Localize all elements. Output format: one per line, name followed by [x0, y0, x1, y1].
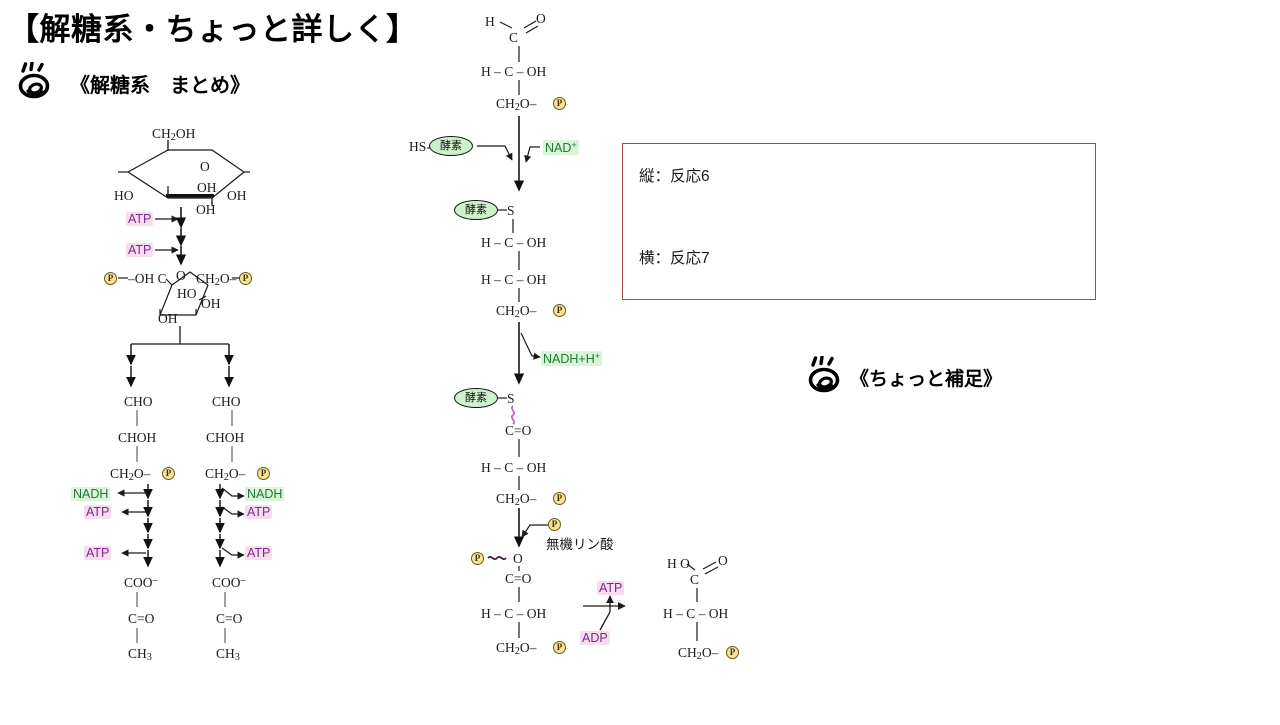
pg3-c: C	[690, 572, 700, 587]
f16bp-ho-label: HO	[177, 286, 197, 301]
thioester-row: H – C – OH	[481, 460, 547, 475]
note-heading-row: 《ちょっと補足》	[808, 355, 1003, 399]
glucose-oh-right: OH	[227, 188, 247, 203]
phosphate-icon-right-branch: P	[257, 467, 270, 480]
pg3-ch2o: CH2O–	[678, 645, 719, 662]
right-branch-cho: CHO	[212, 394, 241, 409]
glucose-oh-top: OH	[197, 180, 217, 195]
phosphate-icon-bpg-acyl: P	[471, 552, 484, 565]
glucose-ring-oxygen: O	[200, 159, 210, 174]
phosphate-icon-inorganic: P	[548, 518, 561, 531]
note-box-line-2: 横：反応7	[639, 250, 710, 267]
thioester-ch2o: CH2O–	[496, 491, 537, 508]
inorganic-phosphate-label: 無機リン酸	[546, 537, 614, 552]
note-box-line-1: 縦：反応6	[639, 168, 710, 185]
f16bp-oh-right: OH	[201, 296, 221, 311]
right-branch-ch2o: CH2O–	[205, 466, 246, 483]
subtitle-text: 《解糖系 まとめ》	[70, 75, 250, 97]
right-branch-atp-label-2: ATP	[245, 546, 273, 560]
right-branch-atp-label-1: ATP	[245, 505, 273, 519]
right-pyruvate-coo: COO–	[212, 575, 246, 591]
note-heading-text: 《ちょっと補足》	[850, 369, 1003, 390]
glucose-ho-left: HO	[114, 188, 134, 203]
bpg-o: O	[513, 551, 523, 566]
bpg-c-o: C=O	[505, 571, 532, 586]
thiohemiacetal-sulfur: S	[507, 203, 515, 218]
thiohemiacetal-ch2o: CH2O–	[496, 303, 537, 320]
left-branch-nadh-label: NADH	[71, 487, 111, 501]
left-branch-atp-label-1: ATP	[84, 505, 112, 519]
g3p-o-top: O	[536, 11, 546, 26]
f16bp-ring-oxygen: O	[176, 268, 186, 283]
pg3-o: O	[718, 553, 728, 568]
summary-atp-label-2: ATP	[126, 243, 154, 257]
left-branch-cho: CHO	[124, 394, 153, 409]
nadh-h-label: NADH+H+	[541, 351, 603, 366]
f16bp-oh-bottom: OH	[158, 311, 178, 326]
transfer-atp-label: ATP	[597, 581, 625, 595]
f16bp-ch2o-label: CH2O–	[196, 271, 237, 288]
hand-drawn-eye-icon	[18, 61, 58, 105]
hand-drawn-eye-icon	[808, 355, 848, 399]
right-branch-choh: CHOH	[206, 430, 245, 445]
bpg-ch2o: CH2O–	[496, 640, 537, 657]
note-box: 縦：反応6 横：反応7	[622, 143, 1096, 300]
subtitle-row: 《解糖系 まとめ》	[18, 61, 250, 105]
pg3-row: H – C – OH	[663, 606, 729, 621]
right-pyruvate-ch3: CH3	[216, 646, 240, 663]
phosphate-icon-thioester: P	[553, 492, 566, 505]
phosphate-icon-left-branch: P	[162, 467, 175, 480]
left-branch-atp-label-2: ATP	[84, 546, 112, 560]
bpg-row: H – C – OH	[481, 606, 547, 621]
left-branch-ch2o: CH2O–	[110, 466, 151, 483]
phosphate-icon-pg3: P	[726, 646, 739, 659]
glucose-oh-bottom: OH	[196, 202, 216, 217]
phosphate-icon-f16bp-left: P	[104, 272, 117, 285]
g3p-ch2o: CH2O–	[496, 96, 537, 113]
phosphate-icon-bpg: P	[553, 641, 566, 654]
pg3-ho: H O	[667, 556, 690, 571]
enzyme-ellipse-3: 酵素	[454, 388, 498, 408]
phosphate-icon-thiohemiacetal: P	[553, 304, 566, 317]
left-pyruvate-coo: COO–	[124, 575, 158, 591]
summary-atp-label-1: ATP	[126, 212, 154, 226]
g3p-h-top: H	[485, 14, 495, 29]
enzyme-thiol-prefix: HS-	[409, 139, 431, 154]
nad-plus-label: NAD+	[543, 140, 579, 155]
thioester-c-o: C=O	[505, 423, 532, 438]
phosphate-icon-g3p: P	[553, 97, 566, 110]
glucose-ch2oh-label: CH2OH	[152, 126, 196, 143]
f16bp-oh-c-label: –OH C	[128, 271, 167, 286]
g3p-c-top: C	[509, 30, 519, 45]
left-pyruvate-ch3: CH3	[128, 646, 152, 663]
thioester-sulfur: S	[507, 391, 515, 406]
thiohemiacetal-row-1: H – C – OH	[481, 235, 547, 250]
page-title: 【解糖系・ちょっと詳しく】	[8, 12, 418, 47]
right-branch-nadh-label: NADH	[245, 487, 285, 501]
transfer-adp-label: ADP	[580, 631, 610, 645]
right-pyruvate-co: C=O	[216, 611, 243, 626]
enzyme-ellipse-2: 酵素	[454, 200, 498, 220]
left-branch-choh: CHOH	[118, 430, 157, 445]
left-pyruvate-co: C=O	[128, 611, 155, 626]
g3p-middle-row: H – C – OH	[481, 64, 547, 79]
enzyme-ellipse-1: 酵素	[429, 136, 473, 156]
phosphate-icon-f16bp-right: P	[239, 272, 252, 285]
thiohemiacetal-row-2: H – C – OH	[481, 272, 547, 287]
